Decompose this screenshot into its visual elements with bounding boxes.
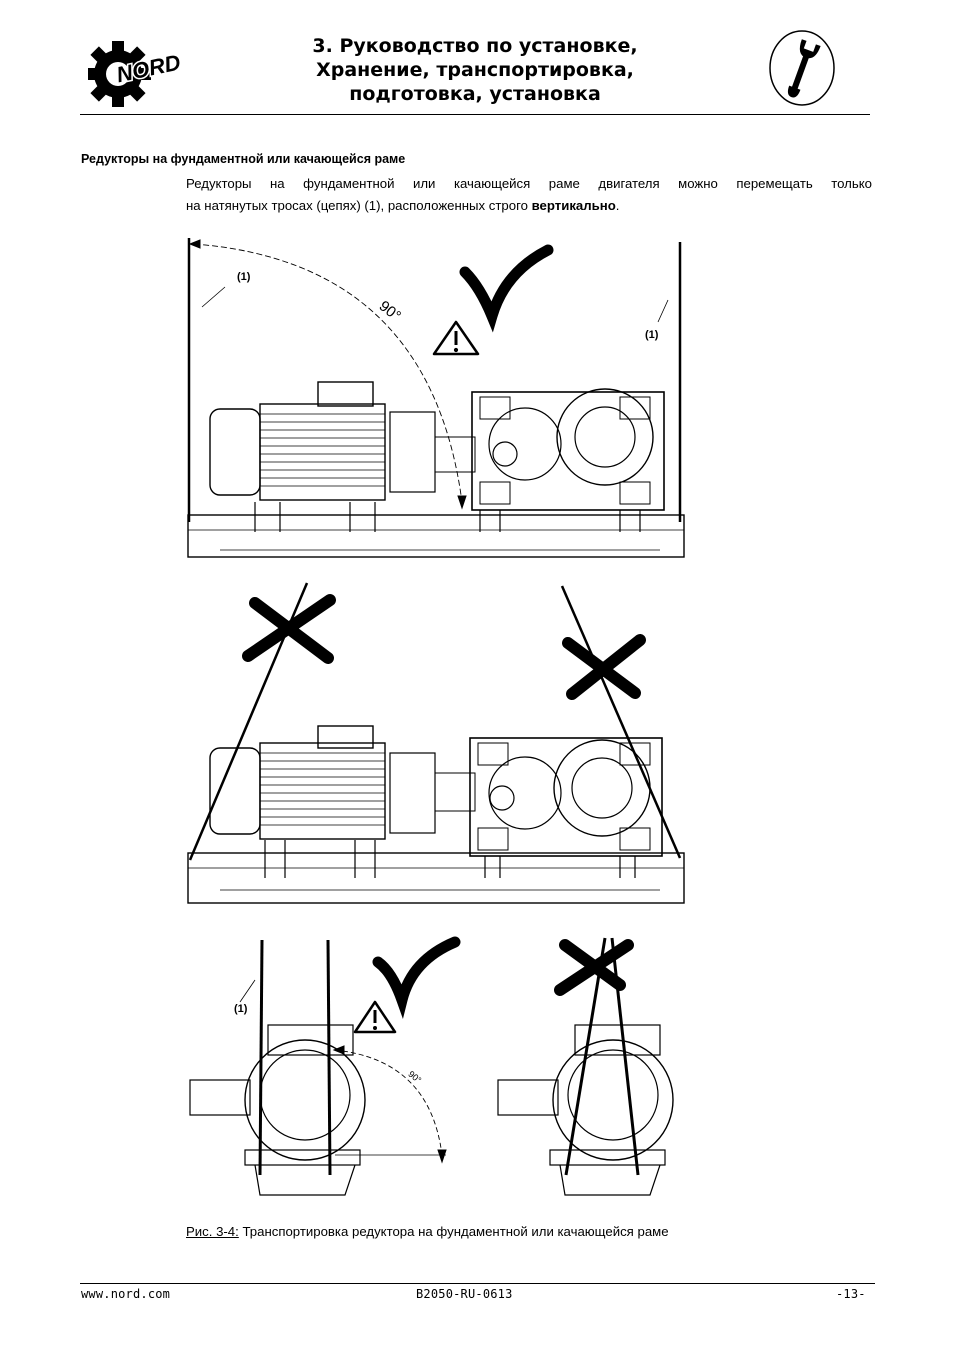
- footer-page-number: -13-: [836, 1287, 866, 1301]
- chapter-title-line-1: 3. Руководство по установке,: [312, 35, 638, 57]
- wrench-icon: [769, 30, 835, 106]
- end-view-incorrect: [497, 937, 674, 1196]
- rope-label-end: (1): [234, 1003, 248, 1015]
- intro-bold-word: вертикально: [531, 198, 616, 213]
- cross-icon-end: [554, 939, 634, 996]
- figure-caption: Рис. 3-4: Транспортировка редуктора на ф…: [186, 1224, 669, 1239]
- header-rule: [80, 114, 870, 115]
- intro-end: .: [615, 198, 620, 213]
- figure-end-views: (1) 90°: [189, 936, 674, 1196]
- rope-label-left: (1): [237, 271, 251, 283]
- caption-figure-ref[interactable]: Рис. 3-4:: [186, 1224, 239, 1239]
- nord-logo: NORD: [88, 41, 184, 107]
- cross-icon-left: [242, 594, 336, 664]
- intro-line-1: Редукторы на фундаментной или качающейся…: [186, 176, 872, 191]
- chapter-title-line-3: подготовка, установка: [349, 83, 601, 105]
- footer-document-id: B2050-RU-0613: [416, 1287, 513, 1301]
- section-heading: Редукторы на фундаментной или качающейся…: [81, 152, 406, 166]
- checkmark-icon-top: [459, 244, 554, 333]
- caption-text: Транспортировка редуктора на фундаментно…: [238, 1224, 669, 1239]
- footer-website-link[interactable]: www.nord.com: [81, 1287, 171, 1301]
- warning-icon-end: [353, 1000, 397, 1034]
- footer-rule: [80, 1283, 875, 1284]
- chapter-title: 3. Руководство по установке, Хранение, т…: [250, 34, 700, 106]
- figure-incorrect-lift: [187, 582, 685, 904]
- checkmark-icon-end: [372, 936, 461, 1019]
- angle-label-top: 90°: [376, 298, 404, 325]
- intro-paragraph: Редукторы на фундаментной или качающейся…: [186, 173, 872, 217]
- warning-icon-top: [432, 320, 480, 356]
- rope-angled-right: [560, 585, 682, 859]
- rope-label-right: (1): [645, 329, 659, 341]
- angle-label-end: 90°: [406, 1069, 423, 1086]
- intro-line-2: на натянутых тросах (цепях) (1), располо…: [186, 198, 532, 213]
- chapter-title-line-2: Хранение, транспортировка,: [316, 59, 634, 81]
- end-view-correct: (1) 90°: [189, 936, 461, 1196]
- figure-correct-lift: (1) (1) 90°: [187, 238, 685, 558]
- cross-icon-right: [562, 634, 646, 700]
